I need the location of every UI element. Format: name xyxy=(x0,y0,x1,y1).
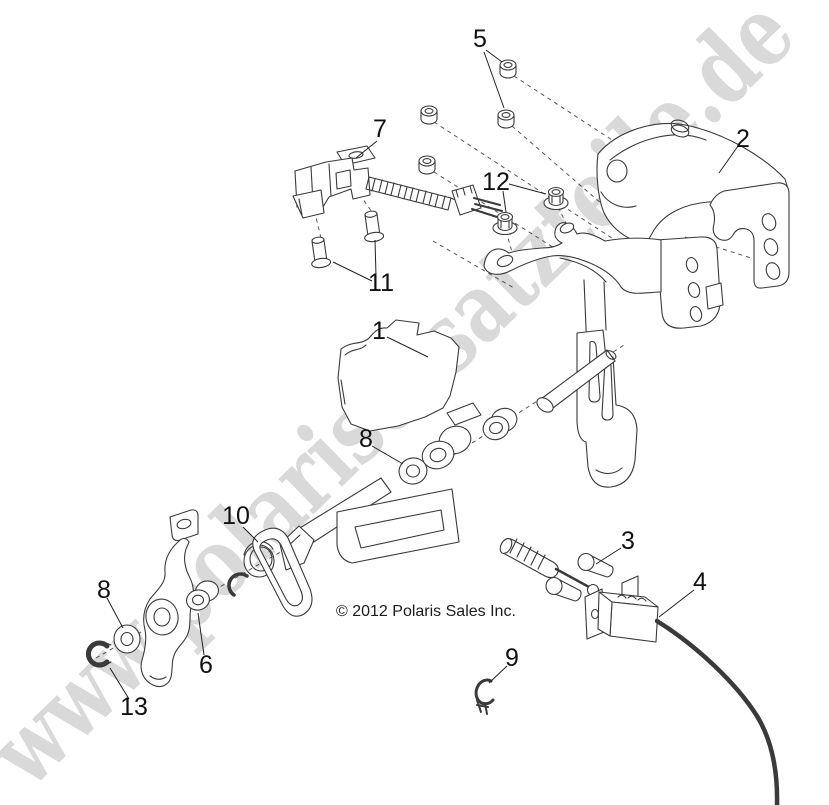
part-9-cable-clip xyxy=(474,678,495,715)
copyright-text: © 2012 Polaris Sales Inc. xyxy=(336,603,516,620)
part-7-sensor-assembly xyxy=(292,145,503,219)
callout-10: 10 xyxy=(222,502,250,530)
part-10-torsion-spring xyxy=(227,527,313,617)
part-8-bushing-mid xyxy=(482,407,518,441)
part-5-nuts xyxy=(418,59,517,175)
part-4-throttle-cable xyxy=(584,575,780,805)
callout-8-right: 8 xyxy=(359,425,373,453)
callout-13: 13 xyxy=(120,693,148,721)
part-13-e-clip xyxy=(86,640,112,668)
callout-8-left: 8 xyxy=(97,576,111,604)
part-3-pins xyxy=(499,537,614,602)
cable xyxy=(654,618,780,805)
callout-labels: 1 2 3 4 5 6 7 8 8 9 10 11 12 13 xyxy=(97,25,750,721)
callout-6: 6 xyxy=(199,651,213,679)
callout-1: 1 xyxy=(372,317,386,345)
part-11-rivets xyxy=(307,209,385,270)
part-6-lever xyxy=(140,509,219,688)
callout-12: 12 xyxy=(482,168,510,196)
part-8-washer-left xyxy=(113,624,141,654)
part-8-grommet-right xyxy=(398,457,428,485)
callout-2: 2 xyxy=(736,125,750,153)
callout-9: 9 xyxy=(505,644,519,672)
callout-5: 5 xyxy=(473,25,487,53)
pivot-hole xyxy=(606,159,628,183)
leader-lines xyxy=(106,49,739,700)
part-1-pedal-bracket xyxy=(279,319,482,571)
coil-spring xyxy=(365,176,461,211)
callout-11: 11 xyxy=(368,269,394,297)
callout-3: 3 xyxy=(621,527,635,555)
callout-7: 7 xyxy=(373,115,387,143)
part-2-mounting-bracket xyxy=(483,119,790,488)
callout-4: 4 xyxy=(693,568,707,596)
